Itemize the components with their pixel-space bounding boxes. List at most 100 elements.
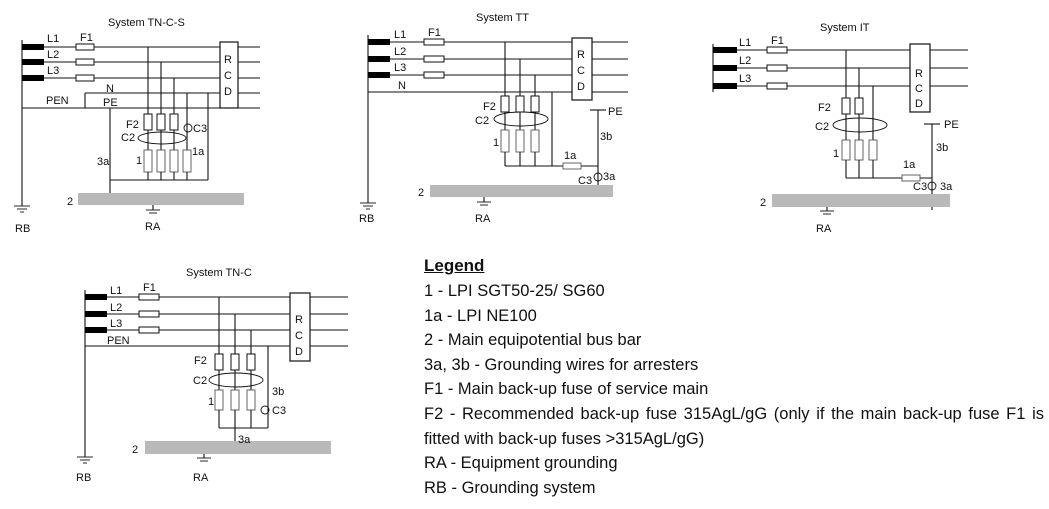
wire-label: 3b (936, 142, 948, 154)
surge-arrester (156, 149, 166, 173)
tn-c-s-diagram: System TN-C-S R C D (14, 17, 260, 235)
conductor-label: L2 (110, 302, 122, 314)
fuse-f2 (854, 97, 864, 115)
legend-title: Legend (424, 256, 485, 275)
rcd-letter: R (577, 49, 585, 61)
surge-arrester (214, 389, 224, 411)
rcd-letter: D (915, 98, 923, 110)
fuse-f1 (766, 46, 788, 54)
rcd-letter: R (224, 54, 232, 66)
conductor-label: PE (608, 106, 623, 118)
surge-arrester (182, 149, 192, 173)
equipotential-bus-bar (78, 193, 244, 205)
surge-arrester-1a (901, 174, 921, 182)
wire-label: 3a (97, 156, 110, 168)
ground-label: RA (145, 221, 161, 233)
ground-label: RB (15, 223, 30, 235)
conductor-label: L3 (394, 62, 406, 74)
conductor-label: PEN (107, 335, 130, 347)
tn-c-s-arrester-group (109, 47, 209, 196)
rcd-letter: C (915, 83, 923, 95)
wire-label: 3a (603, 171, 616, 183)
fuse-f2 (500, 95, 510, 113)
wire-label: 3b (600, 131, 612, 143)
arrester-label: 1 (493, 137, 499, 149)
equipotential-bus-bar (430, 185, 613, 197)
wire-label: 3a (940, 181, 953, 193)
tt-title: System TT (476, 12, 529, 24)
fuse-f2 (841, 97, 851, 115)
surge-arrester (169, 149, 179, 173)
conductor-label: N (398, 80, 406, 92)
fuse-f1 (138, 310, 160, 318)
rcd-letter: D (577, 81, 585, 93)
feed-l3 (85, 327, 107, 333)
legend-item: RA - Equipment grounding (424, 454, 618, 473)
conductor-label: L3 (110, 318, 122, 330)
tt-arrester-group (493, 42, 606, 185)
rcd-box (289, 292, 311, 362)
arrester-label: 1 (136, 155, 142, 167)
connector-label: C2 (121, 132, 135, 144)
fuse-f1 (75, 58, 95, 66)
arrester-label: 1a (564, 150, 577, 162)
wire-label: 3a (238, 434, 251, 446)
connector-label: C3 (193, 123, 207, 135)
bus-label: 2 (418, 187, 424, 199)
it-arrester-group (832, 50, 940, 210)
feed-l2 (713, 65, 737, 71)
conductor-label: L1 (47, 33, 59, 45)
legend-item: F2 - Recommended back-up fuse 315AgL/gG … (424, 404, 1044, 448)
fuse-f1 (423, 71, 445, 79)
bus-label: 2 (132, 444, 138, 456)
fuse-label: F2 (818, 102, 831, 114)
feed-l2 (368, 56, 390, 62)
fuse-f1 (423, 38, 445, 46)
conductor-label: PEN (46, 95, 69, 107)
fuse-f1 (75, 74, 95, 82)
rcd-letter: D (295, 346, 303, 358)
surge-arrester (854, 139, 864, 161)
fuse-f1 (138, 326, 160, 334)
ground-label: RA (193, 472, 209, 484)
fuse-f2 (530, 95, 540, 113)
feed-l1 (85, 294, 107, 300)
rcd-letter: C (577, 65, 585, 77)
feed-l1 (22, 44, 44, 50)
tn-c-s-title: System TN-C-S (108, 17, 185, 29)
conductor-label: L3 (739, 73, 751, 85)
legend-item: 1a - LPI NE100 (424, 306, 537, 325)
connector-label: C2 (475, 115, 489, 127)
fuse-label: F2 (483, 101, 496, 113)
conductor-label: L2 (394, 46, 406, 58)
tt-diagram: System TT R C D (359, 12, 628, 225)
fuse-f1 (766, 82, 788, 90)
surge-arrester (500, 129, 510, 153)
fuse-label: F1 (143, 282, 156, 294)
arrester-label: 1 (833, 148, 839, 160)
fuse-f1 (75, 43, 95, 51)
surge-arrester (143, 149, 153, 173)
fuse-label: F1 (771, 35, 784, 47)
fuse-f1 (423, 55, 445, 63)
fuse-label: F1 (80, 32, 93, 44)
connector-label: C3 (272, 405, 286, 417)
legend-item: 2 - Main equipotential bus bar (424, 331, 642, 350)
fuse-f2 (230, 353, 240, 371)
ground-label: RA (475, 213, 491, 225)
bus-label: 2 (760, 197, 766, 209)
ground-label: RA (816, 223, 832, 235)
conductor-label: PE (944, 119, 959, 131)
conductor-label: L2 (47, 49, 59, 61)
connector-label: C3 (578, 175, 592, 187)
tn-c-title: System TN-C (186, 267, 252, 279)
equipotential-bus-bar (772, 194, 950, 207)
conductor-label: L1 (110, 285, 122, 297)
tn-c-arrester-group (208, 297, 270, 441)
conductor-label: L1 (739, 37, 751, 49)
wire-label: 3b (272, 386, 284, 398)
legend-item: F1 - Main back-up fuse of service main (424, 380, 709, 399)
fuse-f1 (138, 293, 160, 301)
arrester-label: 1a (903, 159, 916, 171)
